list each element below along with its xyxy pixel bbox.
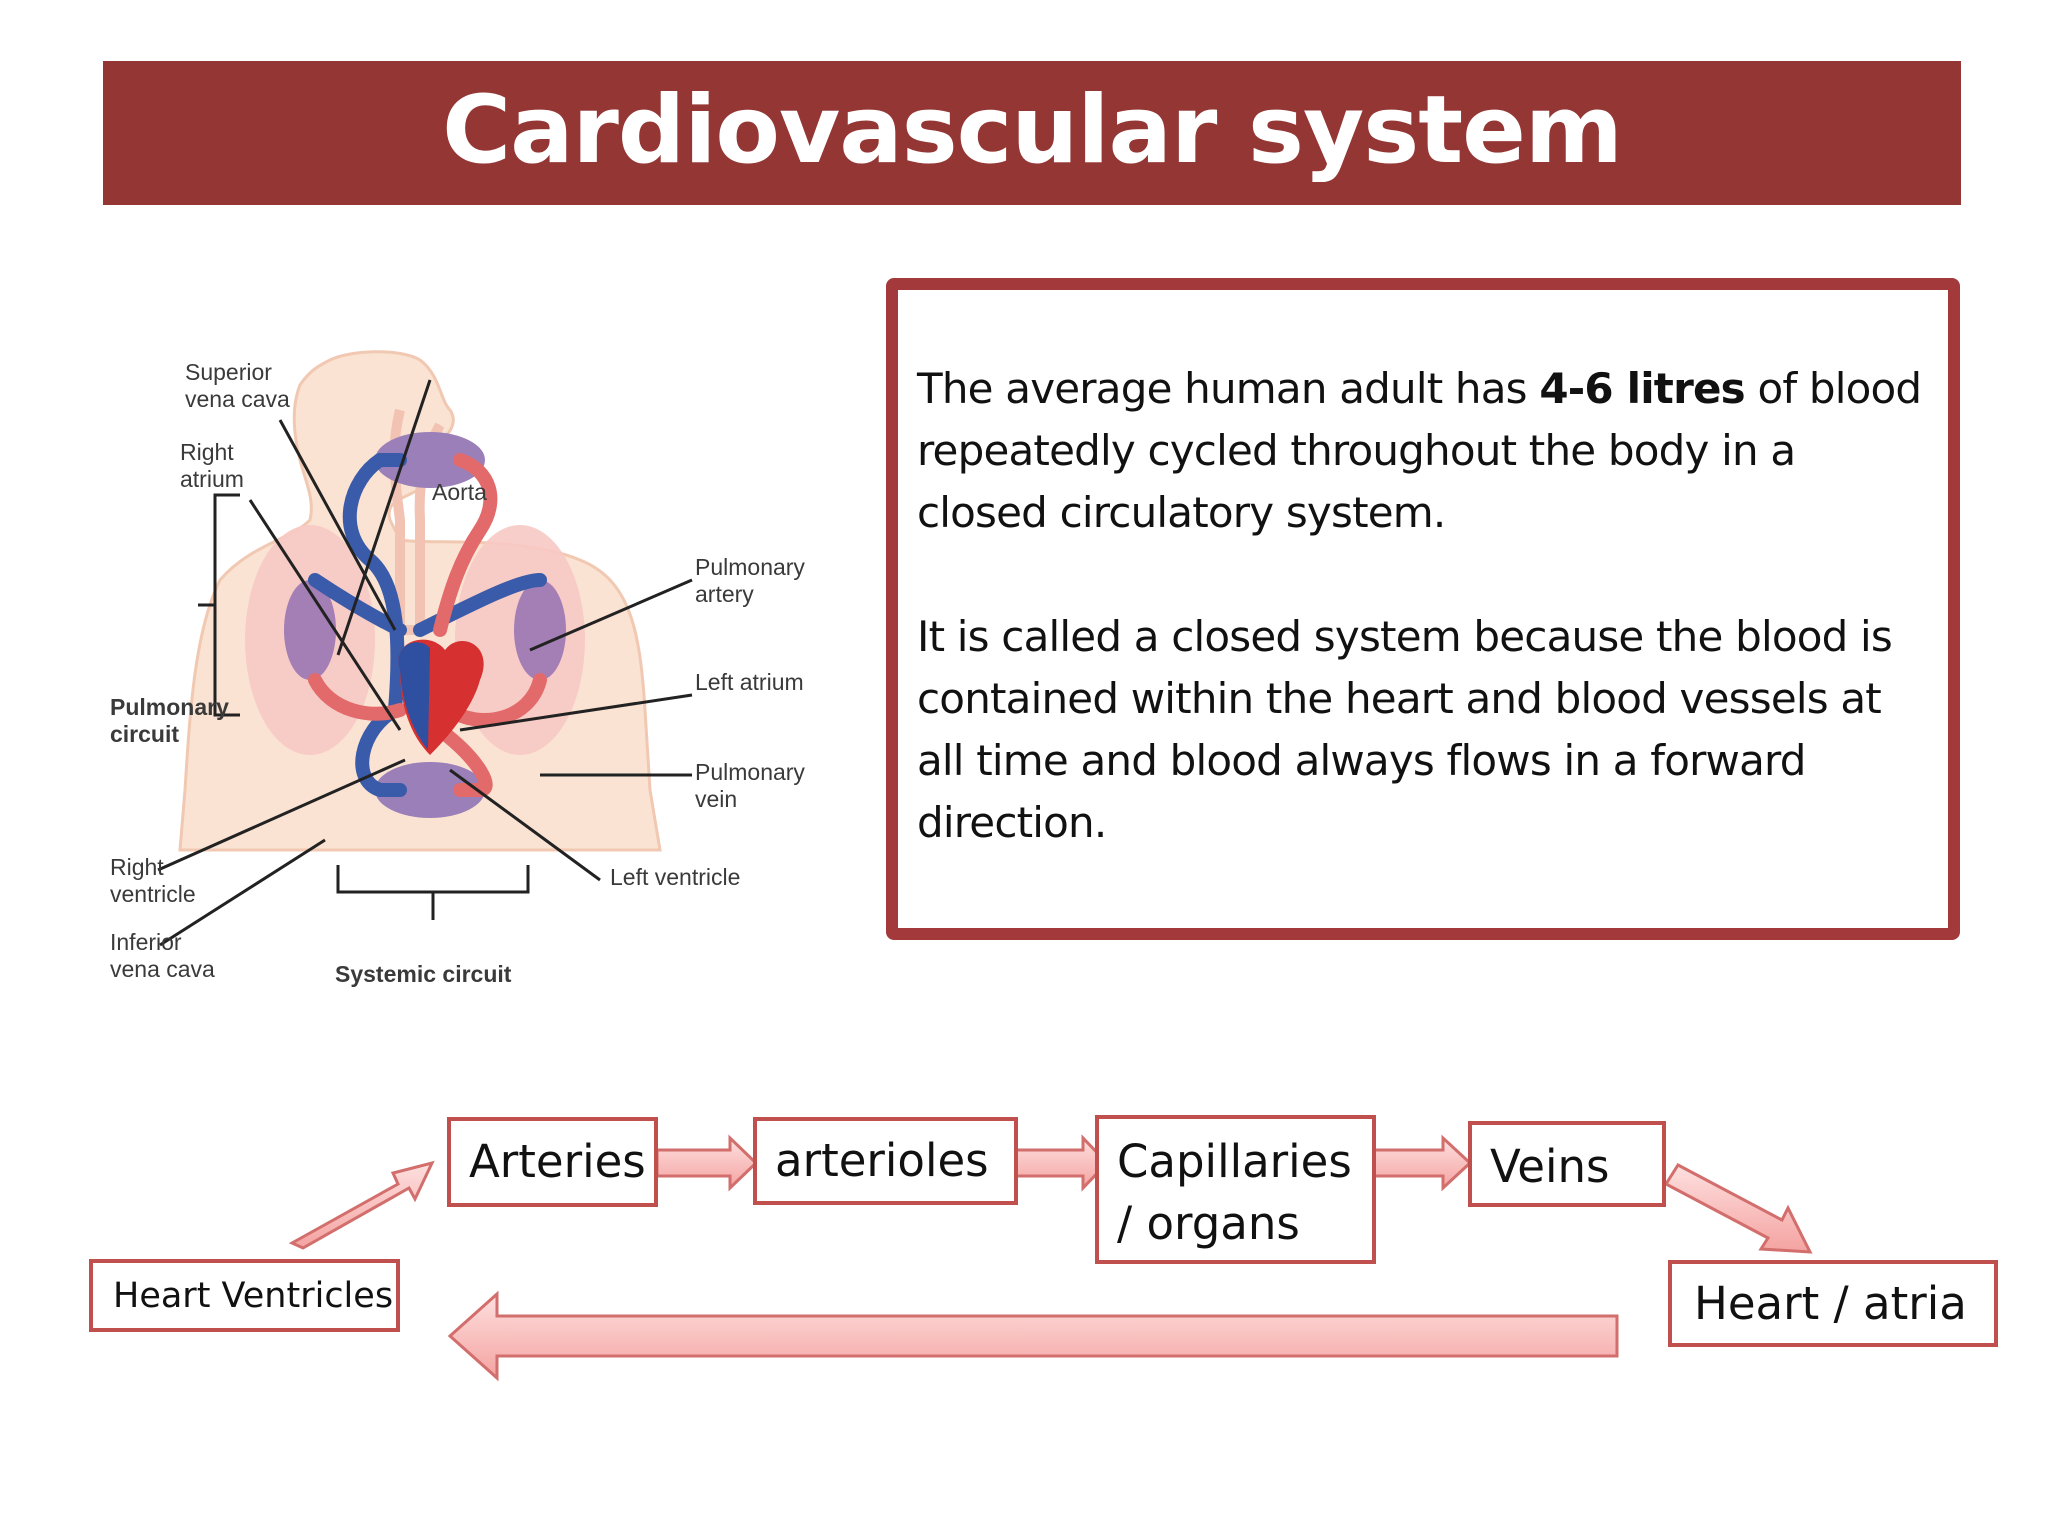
label-superior-vena-cava: Superior vena cava bbox=[185, 359, 290, 412]
arrow-capillaries-to-veins bbox=[1372, 1134, 1473, 1192]
label-left-ventricle: Left ventricle bbox=[610, 864, 740, 890]
label-right-atrium: Right atrium bbox=[180, 439, 244, 492]
systemic-circuit-bracket bbox=[336, 865, 530, 920]
label-pulmonary-artery: Pulmonary artery bbox=[695, 554, 811, 607]
label-left-atrium: Left atrium bbox=[695, 669, 804, 695]
label-inferior-vena-cava: Inferior vena cava bbox=[110, 929, 215, 982]
info-paragraph-2: It is called a closed system because the… bbox=[917, 612, 1893, 847]
flow-label-capillaries-line1: Capillaries bbox=[1117, 1135, 1352, 1188]
slide-title: Cardiovascular system bbox=[442, 75, 1623, 185]
flow-label-heart-atria: Heart / atria bbox=[1694, 1277, 1967, 1330]
label-aorta: Aorta bbox=[432, 479, 487, 505]
info-text: The average human adult has 4-6 litres o… bbox=[917, 358, 1937, 854]
flow-box-arterioles: arterioles bbox=[753, 1117, 1018, 1205]
flow-box-arteries: Arteries bbox=[447, 1117, 658, 1207]
flow-box-veins: Veins bbox=[1468, 1121, 1666, 1207]
arrow-veins-to-atria bbox=[1663, 1163, 1813, 1254]
flow-box-heart-atria: Heart / atria bbox=[1668, 1260, 1998, 1347]
flow-box-capillaries: Capillaries / organs bbox=[1095, 1115, 1376, 1264]
info-box bbox=[886, 278, 1960, 940]
flow-label-capillaries-line2: / organs bbox=[1117, 1197, 1300, 1250]
title-banner: Cardiovascular system bbox=[103, 61, 1961, 205]
flow-label-veins: Veins bbox=[1490, 1140, 1610, 1193]
arrow-atria-to-ventricles bbox=[447, 1290, 1619, 1382]
capillary-beds bbox=[284, 432, 566, 818]
label-systemic-circuit: Systemic circuit bbox=[335, 961, 512, 987]
arrow-ventricles-to-arteries bbox=[288, 1160, 435, 1250]
circulation-illustration: Superior vena cava Right atrium Aorta Pu… bbox=[110, 350, 811, 987]
heart-right-side bbox=[398, 642, 430, 750]
flow-label-heart-ventricles: Heart Ventricles bbox=[113, 1276, 394, 1316]
info-paragraph-1: The average human adult has 4-6 litres o… bbox=[917, 364, 1922, 537]
pulmonary-circuit-bracket bbox=[198, 493, 240, 717]
flow-label-arterioles: arterioles bbox=[775, 1134, 989, 1187]
arrow-arteries-to-arterioles bbox=[655, 1134, 759, 1192]
label-pulmonary-circuit: Pulmonary circuit bbox=[110, 694, 235, 747]
label-right-ventricle: Right ventricle bbox=[110, 854, 196, 907]
label-pulmonary-vein: Pulmonary vein bbox=[695, 759, 811, 812]
circulatory-system-diagram: Superior vena cava Right atrium Aorta Pu… bbox=[100, 330, 880, 1010]
arrow-arterioles-to-capillaries bbox=[1014, 1134, 1110, 1192]
flow-label-arteries: Arteries bbox=[469, 1135, 646, 1188]
flow-box-heart-ventricles: Heart Ventricles bbox=[89, 1259, 400, 1332]
leader-lines bbox=[157, 379, 693, 947]
